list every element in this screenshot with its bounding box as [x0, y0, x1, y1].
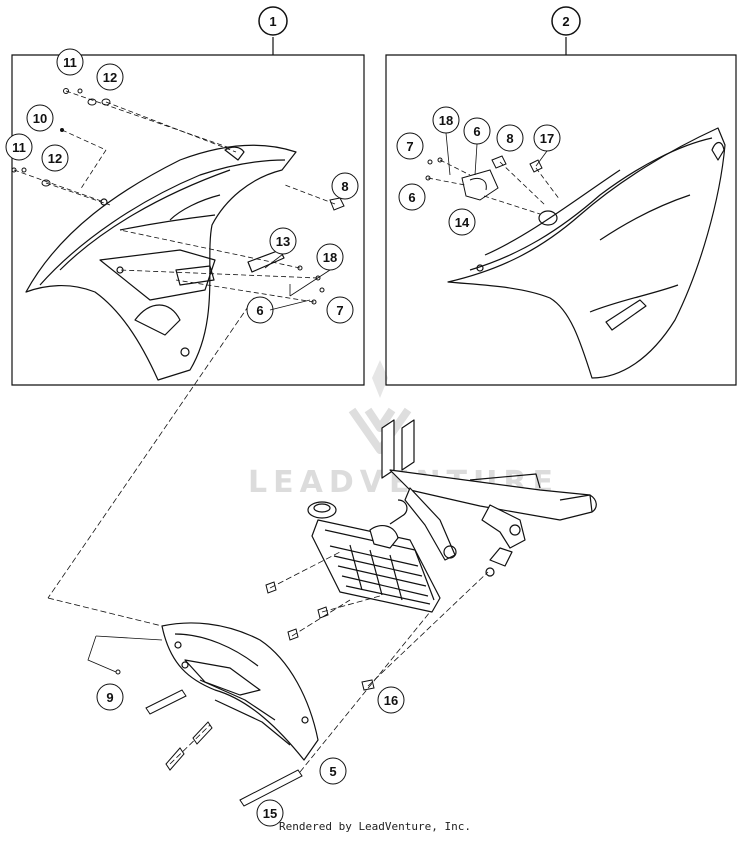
- frame-part: [381, 419, 597, 577]
- svg-text:15: 15: [263, 806, 277, 821]
- callout-11-top: 11: [56, 48, 84, 76]
- left-leader-lines: [13, 90, 336, 303]
- svg-text:16: 16: [384, 693, 398, 708]
- svg-text:12: 12: [103, 70, 117, 85]
- svg-text:14: 14: [455, 215, 470, 230]
- svg-text:11: 11: [12, 140, 26, 155]
- radiator-part: [307, 499, 441, 613]
- svg-text:8: 8: [506, 131, 513, 146]
- svg-text:6: 6: [473, 124, 480, 139]
- callout-17: 17: [533, 124, 561, 152]
- svg-text:17: 17: [540, 131, 554, 146]
- callout-14: 14: [448, 208, 476, 236]
- lower-cover-part: [161, 622, 319, 761]
- leadventure-logo-icon: [348, 360, 412, 454]
- callout-18-left: 18: [316, 243, 344, 271]
- right-leader-lines: [427, 159, 561, 215]
- callout-leaders: [264, 132, 548, 311]
- callout-6-left: 6: [246, 296, 274, 324]
- svg-text:9: 9: [106, 690, 113, 705]
- left-fairing-part: [25, 144, 297, 381]
- svg-text:8: 8: [341, 179, 348, 194]
- callout-5: 5: [319, 757, 347, 785]
- panel-1-label: 1: [269, 14, 276, 29]
- callout-9: 9: [96, 683, 124, 711]
- svg-text:6: 6: [256, 303, 263, 318]
- left-hardware: [11, 88, 345, 305]
- panel-2-label: 2: [562, 14, 569, 29]
- callout-12-top: 12: [96, 63, 124, 91]
- svg-text:6: 6: [408, 190, 415, 205]
- callout-7-left: 7: [326, 296, 354, 324]
- callout-6-right-bottom: 6: [398, 183, 426, 211]
- callout-9-bracket: [87, 635, 163, 673]
- callout-8-left: 8: [331, 172, 359, 200]
- svg-text:18: 18: [323, 250, 337, 265]
- panel-1: 1: [11, 6, 365, 386]
- callout-13: 13: [269, 227, 297, 255]
- callout-16: 16: [377, 686, 405, 714]
- lower-leader-lines: [47, 297, 489, 773]
- callout-8-right: 8: [496, 124, 524, 152]
- svg-text:7: 7: [406, 139, 413, 154]
- callout-12-mid: 12: [41, 144, 69, 172]
- callout-10: 10: [26, 104, 54, 132]
- svg-text:18: 18: [439, 113, 453, 128]
- callout-18-right: 18: [432, 106, 460, 134]
- panel-2: 2: [385, 6, 737, 386]
- callout-7-right: 7: [396, 132, 424, 160]
- footer-credit: Rendered by LeadVenture, Inc.: [278, 820, 472, 833]
- right-hardware: [425, 155, 543, 201]
- svg-text:10: 10: [33, 111, 47, 126]
- svg-text:5: 5: [329, 764, 336, 779]
- callouts: 11 12 10 11 12 8 13 18 6 7 7 18 6 8 17 6…: [5, 48, 561, 827]
- callout-11-mid: 11: [5, 133, 33, 161]
- svg-text:11: 11: [63, 55, 77, 70]
- callout-6-right-top: 6: [463, 117, 491, 145]
- lower-hardware: [115, 581, 375, 807]
- right-fairing-part: [447, 127, 726, 379]
- svg-text:13: 13: [276, 234, 290, 249]
- svg-text:7: 7: [336, 303, 343, 318]
- svg-text:12: 12: [48, 151, 62, 166]
- callout-15: 15: [256, 799, 284, 827]
